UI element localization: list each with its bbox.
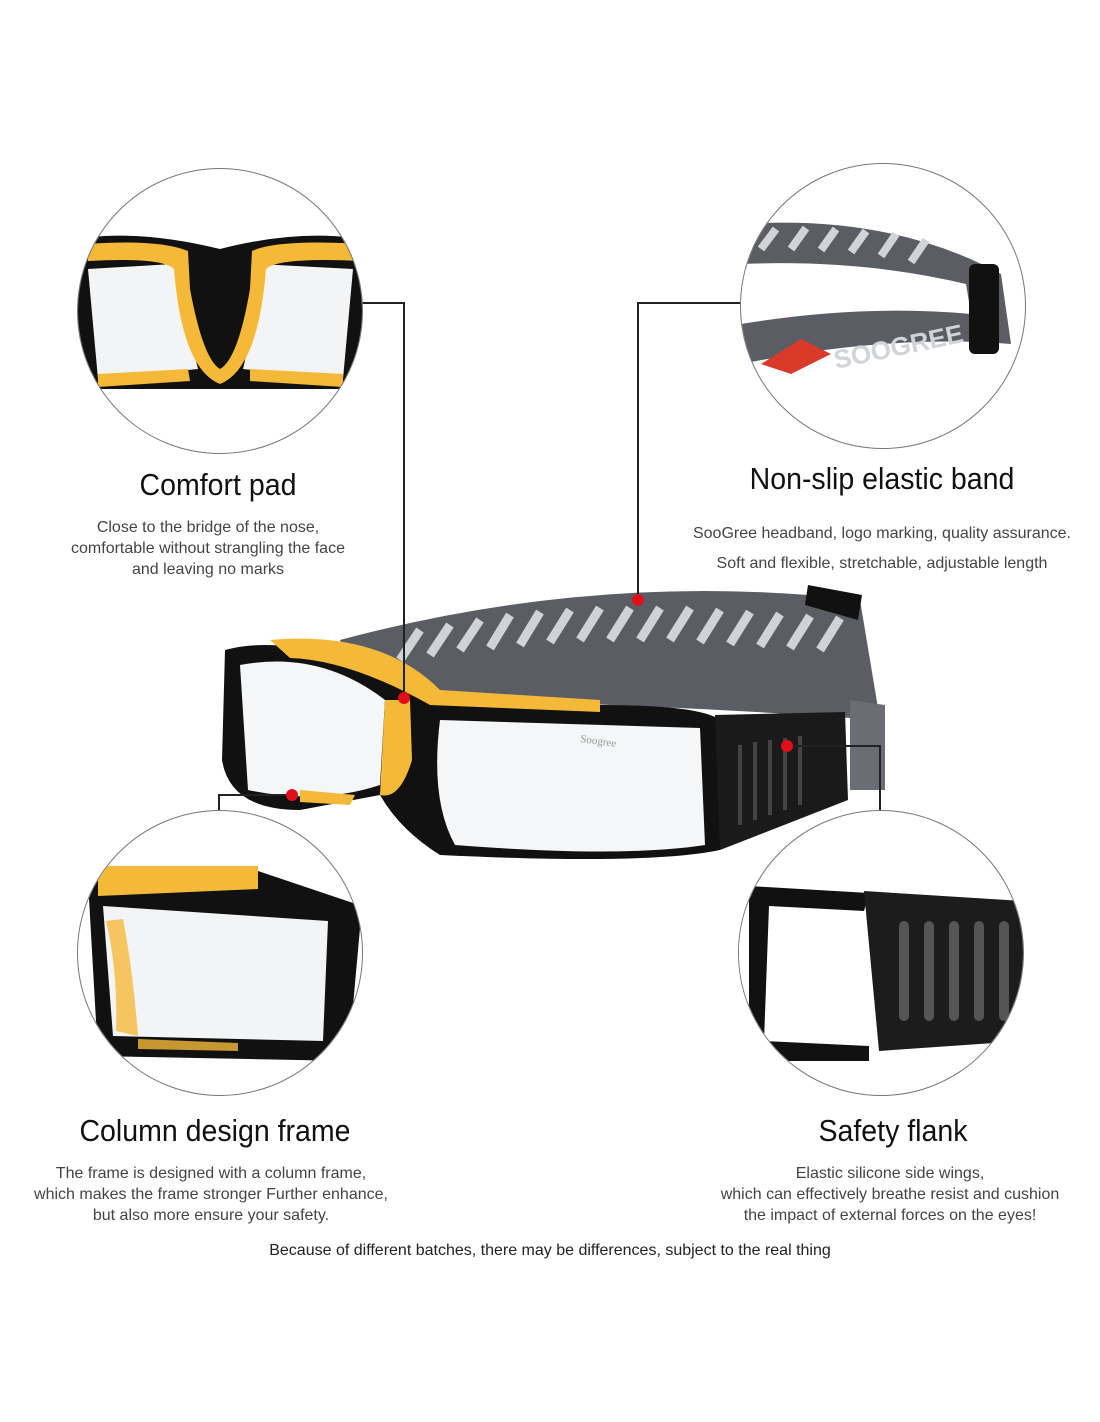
comfort-pad-title: Comfort pad [139, 467, 297, 502]
description-line: Close to the bridge of the nose, [96, 519, 320, 536]
description-line: and leaving no marks [131, 561, 285, 578]
description-line: The frame is designed with a column fram… [55, 1165, 367, 1182]
column-frame-description: The frame is designed with a column fram… [0, 1163, 422, 1226]
marker-column-frame [286, 789, 298, 801]
description-line: the impact of external forces on the eye… [743, 1207, 1037, 1224]
description-line: SooGree headband, logo marking, quality … [692, 525, 1071, 542]
description-line: comfortable without strangling the face [71, 540, 345, 557]
marker-elastic-band [632, 594, 644, 606]
description-line: but also more ensure your safety. [92, 1207, 330, 1224]
description-line: which can effectively breathe resist and… [720, 1186, 1060, 1203]
safety-flank-title: Safety flank [818, 1113, 968, 1148]
safety-flank-detail-image [738, 810, 1024, 1096]
column-frame-title: Column design frame [79, 1113, 351, 1148]
marker-safety-flank [781, 740, 793, 752]
description-line: Soft and flexible, stretchable, adjustab… [716, 555, 1048, 572]
comfort-pad-description: Close to the bridge of the nose, comfort… [30, 517, 386, 580]
elastic-band-detail-image: SOOGREE [740, 163, 1026, 449]
marker-comfort-pad [398, 692, 410, 704]
elastic-band-description: SooGree headband, logo marking, quality … [660, 519, 1100, 579]
goggle-frame: Soogree [222, 638, 848, 859]
safety-flank-description: Elastic silicone side wings, which can e… [680, 1163, 1100, 1226]
description-line: which makes the frame stronger Further e… [34, 1186, 388, 1203]
headband [340, 585, 885, 790]
lens-logo: Soogree [580, 733, 617, 750]
leader-lines [218, 302, 881, 810]
comfort-pad-detail-image [77, 168, 363, 454]
marker-dots [286, 594, 793, 801]
description-line: Elastic silicone side wings, [795, 1165, 985, 1182]
disclaimer: Because of different batches, there may … [269, 1242, 831, 1259]
column-frame-detail-image [77, 810, 363, 1096]
elastic-band-title: Non-slip elastic band [749, 461, 1015, 496]
